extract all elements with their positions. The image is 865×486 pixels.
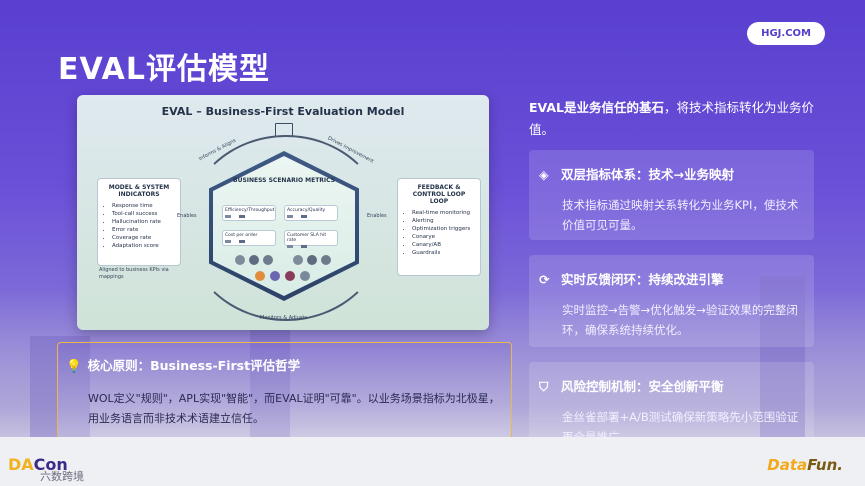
- page-title: EVAL评估模型: [58, 52, 271, 87]
- logo-part: Fun.: [807, 456, 843, 474]
- layers-icon: ◈: [539, 167, 549, 182]
- feedback-control-loop-box: FEEDBACK & CONTROL LOOP LOOP Real-time m…: [397, 178, 481, 276]
- list-item: Response time: [112, 202, 174, 210]
- eval-model-diagram: EVAL – Business-First Evaluation Model M…: [77, 95, 489, 330]
- list-item: Alerting: [412, 217, 474, 225]
- metric-label: Efficiency/Throughput: [225, 208, 275, 213]
- logo-part: Data: [767, 456, 808, 474]
- arc-label: Enables: [367, 213, 387, 219]
- arc-label: Monitors & Adjusts: [260, 315, 307, 321]
- metric-indicators: [287, 245, 335, 248]
- list-item: Hallucination rate: [112, 218, 174, 226]
- list-item: Guardrails: [412, 249, 474, 257]
- status-dot-icon: [321, 255, 331, 265]
- intro-rest: ，将技术指标转化为业务价值。: [529, 100, 815, 137]
- metric-card: Accuracy/Quality: [284, 205, 338, 221]
- status-dot-icon: [307, 255, 317, 265]
- status-dot-icon: [270, 271, 280, 281]
- card-body: 技术指标通过映射关系转化为业务KPI，使技术价值可见可量。: [562, 198, 799, 232]
- principle-heading-text: 核心原则：Business-First评估哲学: [87, 358, 301, 373]
- metric-indicators: [225, 215, 273, 218]
- core-principle-box: 💡 核心原则：Business-First评估哲学 WOL定义"规则"，APL实现…: [57, 342, 512, 439]
- card-heading: ⛉ 风险控制机制：安全创新平衡: [539, 376, 724, 395]
- principle-heading: 💡 核心原则：Business-First评估哲学: [66, 355, 300, 374]
- principle-body: WOL定义"规则"，APL实现"智能"，而EVAL证明"可靠"。以业务场景指标为…: [88, 392, 500, 425]
- logo-part: Con: [33, 455, 68, 474]
- metric-card: Customer SLA hit rate: [284, 230, 338, 248]
- intro-bold: EVAL是业务信任的基石: [529, 100, 665, 115]
- building-silhouette: [30, 336, 90, 446]
- shield-icon: ⛉: [539, 379, 549, 394]
- list-item: Conarye: [412, 233, 474, 241]
- list-item: Error rate: [112, 226, 174, 234]
- card-body: 实时监控→告警→优化触发→验证效果的完整闭环，确保系统持续优化。: [562, 303, 798, 337]
- arc-label: Enables: [177, 213, 197, 219]
- footer-caption: 六数跨境: [40, 470, 84, 483]
- metric-label: Cost per order: [225, 233, 258, 238]
- metric-card: Cost per order: [222, 230, 276, 246]
- diagram-title: EVAL – Business-First Evaluation Model: [161, 105, 405, 118]
- metric-card: Efficiency/Throughput: [222, 205, 276, 221]
- status-dot-icon: [300, 271, 310, 281]
- metric-label: Accuracy/Quality: [287, 208, 326, 213]
- box-heading: FEEDBACK & CONTROL LOOP LOOP: [412, 184, 466, 205]
- status-dot-icon: [263, 255, 273, 265]
- datafun-logo: DataFun.: [767, 456, 843, 474]
- building-silhouette: [760, 276, 805, 446]
- list-item: Tool-call success: [112, 210, 174, 218]
- card-heading: ⟳ 实时反馈闭环：持续改进引擎: [539, 269, 724, 288]
- site-badge: HGJ.COM: [747, 22, 825, 45]
- list-item: Canary/AB: [412, 241, 474, 249]
- model-system-indicators-box: MODEL & SYSTEM INDICATORS Response time …: [97, 178, 181, 266]
- card-heading-text: 实时反馈闭环：持续改进引擎: [561, 272, 724, 287]
- card-heading: ◈ 双层指标体系：技术→业务映射: [539, 164, 734, 183]
- dacon-logo: DACon: [8, 455, 68, 474]
- lightbulb-icon: 💡: [66, 358, 82, 373]
- feature-card: ◈ 双层指标体系：技术→业务映射 技术指标通过映射关系转化为业务KPI，使技术价值…: [529, 150, 814, 240]
- metric-indicators: [287, 215, 335, 218]
- box-heading: MODEL & SYSTEM INDICATORS: [108, 184, 170, 198]
- list-item: Adaptation score: [112, 242, 174, 250]
- feature-card: ⟳ 实时反馈闭环：持续改进引擎 实时监控→告警→优化触发→验证效果的完整闭环，确保…: [529, 255, 814, 347]
- logo-part: DA: [8, 455, 34, 474]
- list-item: Coverage rate: [112, 234, 174, 242]
- refresh-icon: ⟳: [539, 272, 550, 287]
- list-item: Real-time monitoring: [412, 209, 474, 217]
- status-dot-icon: [285, 271, 295, 281]
- metric-indicators: [225, 240, 273, 243]
- status-dot-icon: [255, 271, 265, 281]
- footer-bar: DACon 六数跨境 DataFun.: [0, 437, 865, 486]
- card-heading-text: 双层指标体系：技术→业务映射: [561, 167, 734, 182]
- box-note: Aligned to business KPIs via mappings: [99, 267, 169, 280]
- feature-card: ⛉风险控制机制：安全创新平衡 金丝雀部署+A/B测试确保新策略先小范围验证再全量…: [529, 362, 814, 446]
- intro-text: EVAL是业务信任的基石，将技术指标转化为业务价值。: [529, 97, 819, 141]
- metric-label: Customer SLA hit rate: [287, 233, 327, 243]
- list-item: Optimization triggers: [412, 225, 474, 233]
- loop-arrow-ring: [185, 135, 387, 321]
- status-dot-icon: [293, 255, 303, 265]
- hexagon-title: BUSINESS SCENARIO METRICS: [233, 177, 335, 184]
- card-heading-text: 风险控制机制：安全创新平衡: [561, 379, 724, 394]
- status-dot-icon: [249, 255, 259, 265]
- status-dot-icon: [235, 255, 245, 265]
